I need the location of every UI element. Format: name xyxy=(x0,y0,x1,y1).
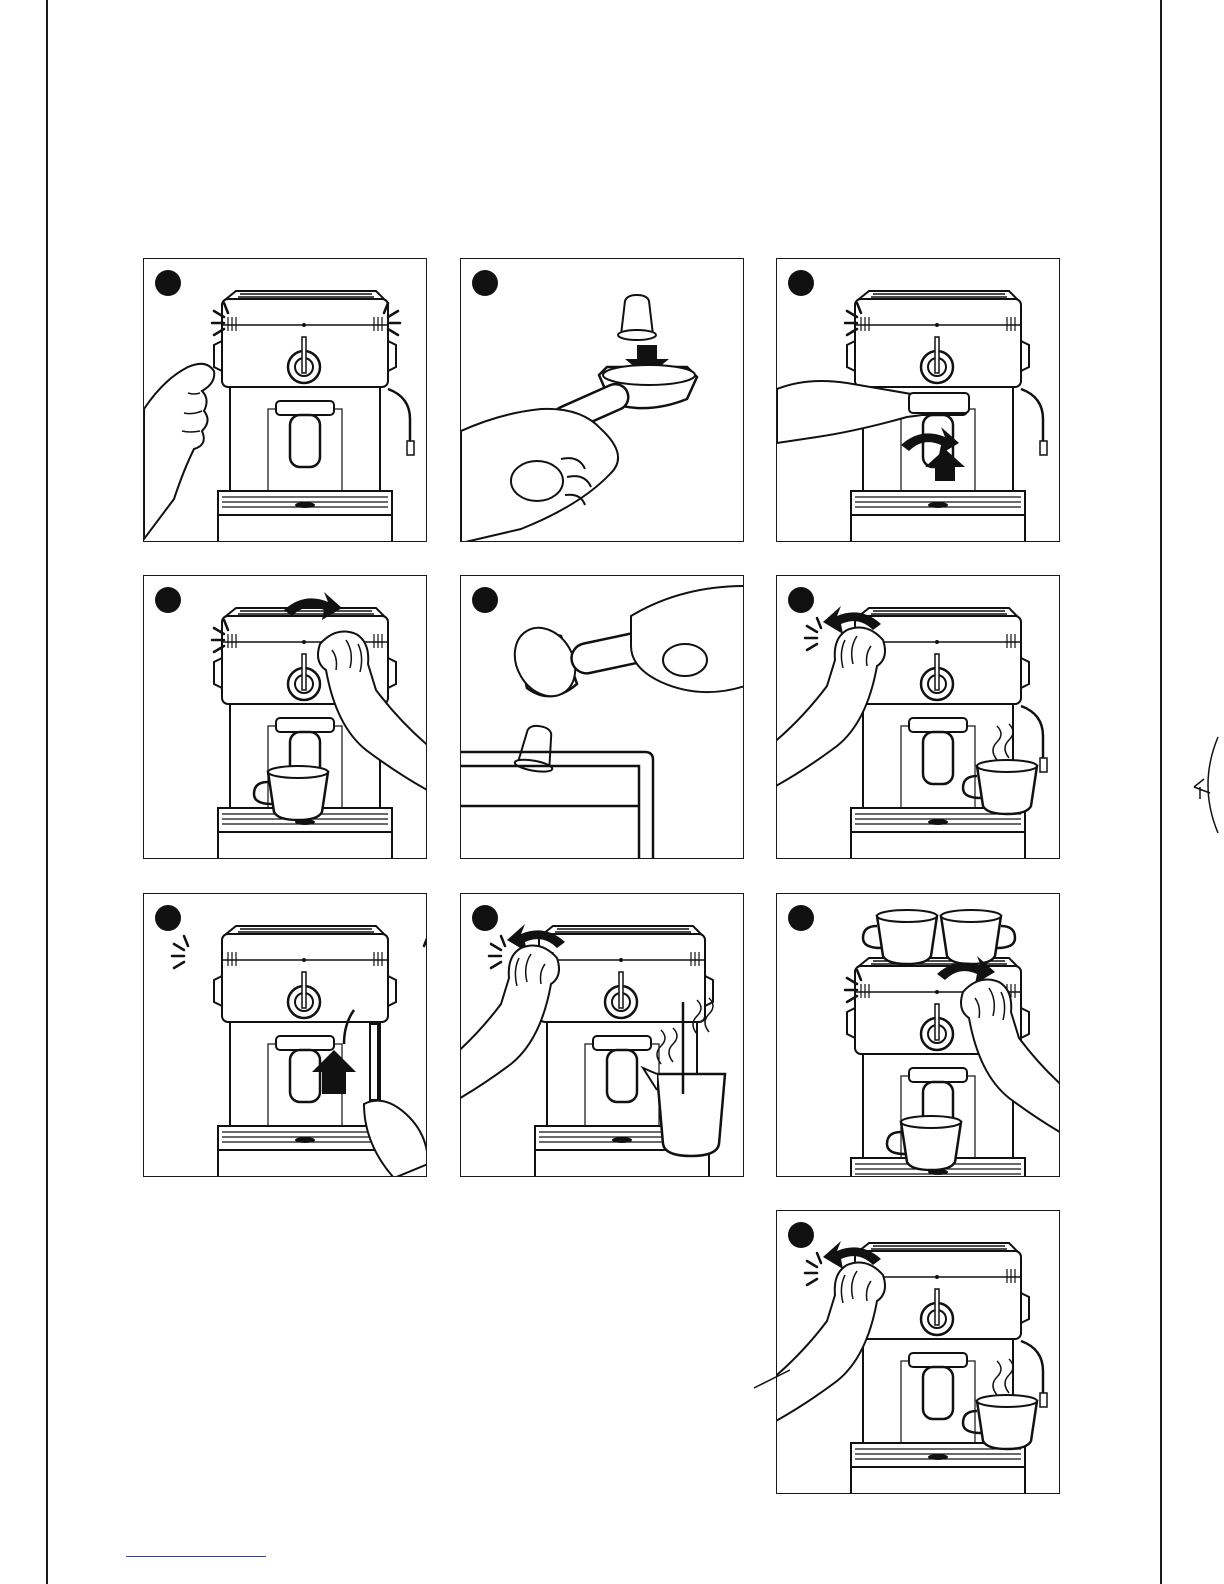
step-marker xyxy=(155,587,181,613)
panel-step-1 xyxy=(143,258,427,542)
step-marker xyxy=(788,1222,814,1248)
step-marker xyxy=(472,587,498,613)
panel-step-9 xyxy=(776,893,1060,1177)
panel-step-2 xyxy=(460,258,744,542)
step-marker xyxy=(472,905,498,931)
step-marker xyxy=(155,270,181,296)
panel-step-5 xyxy=(460,575,744,859)
panel-step-8 xyxy=(460,893,744,1177)
pointer-line xyxy=(752,1366,792,1390)
panel-step-4 xyxy=(143,575,427,859)
panel-step-10 xyxy=(776,1210,1060,1494)
panel-step-3 xyxy=(776,258,1060,542)
side-binding-mark xyxy=(1188,735,1224,835)
step-marker xyxy=(788,587,814,613)
panel-step-7 xyxy=(143,893,427,1177)
step-marker xyxy=(788,905,814,931)
right-margin-rule xyxy=(1160,0,1162,1584)
step-marker xyxy=(472,270,498,296)
panel-step-6 xyxy=(776,575,1060,859)
step-marker xyxy=(788,270,814,296)
footer-underline xyxy=(126,1556,266,1557)
step-marker xyxy=(155,905,181,931)
left-margin-rule xyxy=(46,0,48,1584)
